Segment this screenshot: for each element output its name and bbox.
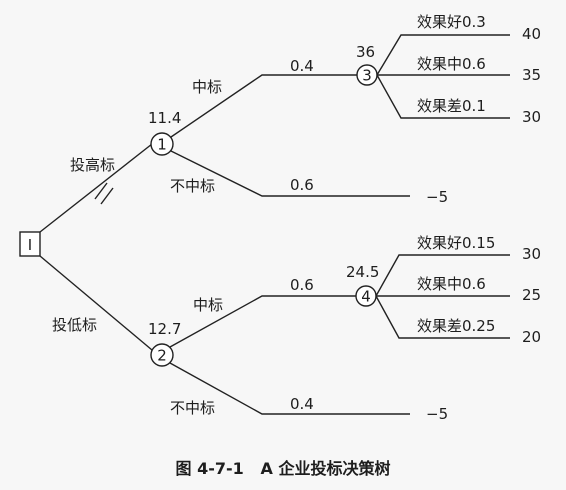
high-win-label: 中标	[192, 78, 222, 96]
low-lose-payoff: −5	[426, 405, 448, 423]
low-bid-label: 投低标	[52, 316, 97, 334]
chance-node-3: 3	[356, 64, 378, 86]
edge-high-lose	[170, 150, 410, 197]
node4-payoff-good: 30	[522, 245, 541, 263]
low-lose-probability: 0.4	[290, 395, 314, 413]
chance-node-1: 1	[150, 132, 174, 156]
node-4-expected-value: 24.5	[346, 263, 379, 281]
edge-node4-good	[375, 254, 510, 297]
node3-outcome-good: 效果好0.3	[417, 13, 486, 31]
low-win-label: 中标	[193, 296, 223, 314]
edge-high-bid	[39, 143, 153, 233]
high-lose-payoff: −5	[426, 188, 448, 206]
low-lose-label: 不中标	[170, 399, 215, 417]
edge-node3-poor	[376, 74, 510, 119]
decision-node-label: I	[28, 236, 32, 254]
node4-outcome-good: 效果好0.15	[417, 234, 495, 252]
node-1-expected-value: 11.4	[148, 109, 181, 127]
high-win-probability: 0.4	[290, 57, 314, 75]
high-bid-label: 投高标	[70, 156, 115, 174]
edge-low-bid	[39, 255, 153, 351]
chance-node-2: 2	[150, 343, 174, 367]
node3-payoff-poor: 30	[522, 108, 541, 126]
high-lose-label: 不中标	[170, 177, 215, 195]
edge-node4-poor	[375, 295, 510, 339]
figure-caption: 图 4-7-1 A 企业投标决策树	[176, 459, 391, 478]
chance-node-4-label: 4	[361, 288, 371, 306]
chance-node-4: 4	[355, 285, 377, 307]
edge-high-win	[170, 74, 357, 138]
edge-node3-good	[376, 34, 510, 76]
node3-outcome-poor: 效果差0.1	[417, 97, 486, 115]
node4-outcome-medium: 效果中0.6	[417, 275, 486, 293]
chance-node-3-label: 3	[362, 67, 372, 85]
low-win-probability: 0.6	[290, 276, 314, 294]
high-lose-probability: 0.6	[290, 176, 314, 194]
node3-outcome-medium: 效果中0.6	[417, 55, 486, 73]
decision-node: I	[19, 231, 41, 257]
chance-node-2-label: 2	[157, 347, 167, 365]
node-3-expected-value: 36	[356, 43, 375, 61]
node-2-expected-value: 12.7	[148, 320, 181, 338]
node4-payoff-medium: 25	[522, 286, 541, 304]
edge-low-lose	[169, 362, 410, 415]
pruned-branch-mark	[94, 182, 114, 205]
node3-payoff-good: 40	[522, 25, 541, 43]
edge-low-win	[169, 295, 356, 348]
node4-payoff-poor: 20	[522, 328, 541, 346]
node4-outcome-poor: 效果差0.25	[417, 317, 495, 335]
chance-node-1-label: 1	[157, 136, 167, 154]
node3-payoff-medium: 35	[522, 66, 541, 84]
